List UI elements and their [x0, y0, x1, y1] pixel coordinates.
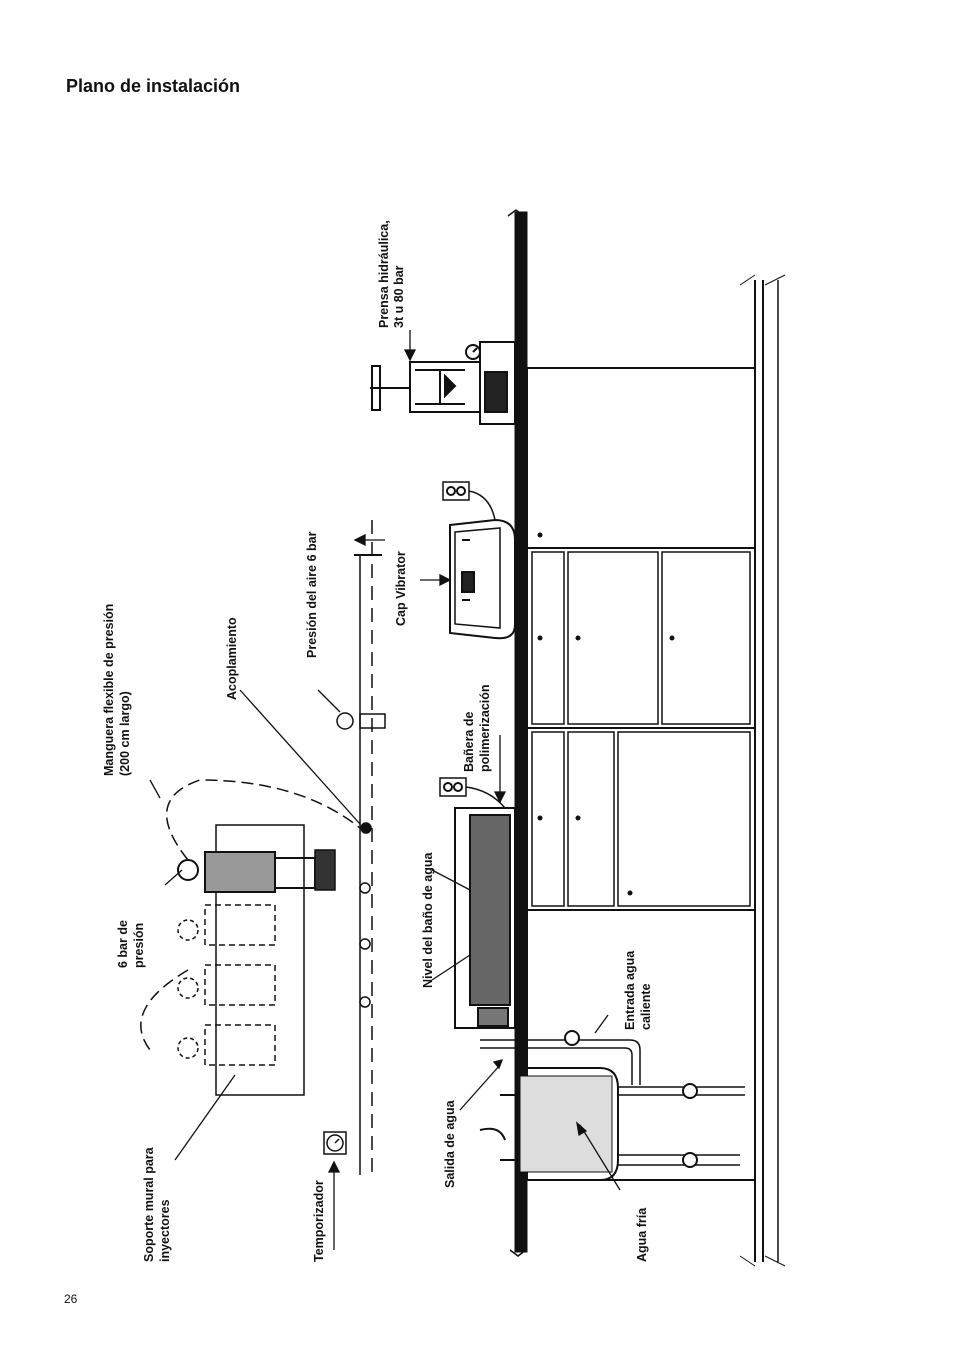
label-entrada-line1: Entrada agua — [623, 950, 637, 1030]
label-manguera-line2: (200 cm largo) — [118, 691, 132, 776]
label-nivel-bano: Nivel del baño de agua — [421, 852, 435, 988]
cabinet-sink — [526, 909, 756, 1181]
label-temporizador: Temporizador — [312, 1180, 326, 1262]
labels: Prensa hidráulica, 3t u 80 bar Cap Vibra… — [102, 220, 653, 1262]
label-acoplamiento: Acoplamiento — [225, 617, 239, 700]
label-manguera-line1: Manguera flexible de presión — [102, 604, 116, 776]
timer-icon — [323, 1131, 347, 1155]
label-soporte-line1: Soporte mural para — [142, 1146, 156, 1262]
sink — [479, 1030, 745, 1181]
label-entrada-line2: caliente — [639, 983, 653, 1030]
air-line — [336, 520, 386, 1180]
label-6-bar-line1: 6 bar de — [116, 920, 130, 968]
label-presion-aire: Presión del aire 6 bar — [305, 531, 319, 658]
label-cap-vibrator: Cap Vibrator — [394, 551, 408, 626]
page-number: 26 — [64, 1292, 78, 1306]
cabinet-top — [526, 367, 756, 549]
injector-mount — [140, 779, 361, 1096]
label-prensa-line1: Prensa hidráulica, — [377, 220, 391, 328]
label-prensa-line2: 3t u 80 bar — [392, 265, 406, 328]
label-salida-agua: Salida de agua — [443, 1099, 457, 1188]
cabinet-upper — [526, 547, 756, 729]
cap-vibrator — [442, 481, 516, 640]
label-banera-line1: Bañera de — [462, 712, 476, 772]
label-agua-fria: Agua fría — [635, 1207, 649, 1262]
page-title: Plano de instalación — [66, 76, 241, 96]
counter-and-cabinets — [507, 209, 786, 1267]
label-banera-line2: polimerización — [478, 684, 492, 772]
label-6-bar-line2: presión — [132, 923, 146, 968]
polymerization-bath — [439, 777, 516, 1029]
leader-arrows — [149, 330, 621, 1250]
label-soporte-line2: inyectores — [158, 1199, 172, 1262]
hydraulic-press — [370, 341, 516, 425]
cabinet-middle — [526, 727, 756, 911]
